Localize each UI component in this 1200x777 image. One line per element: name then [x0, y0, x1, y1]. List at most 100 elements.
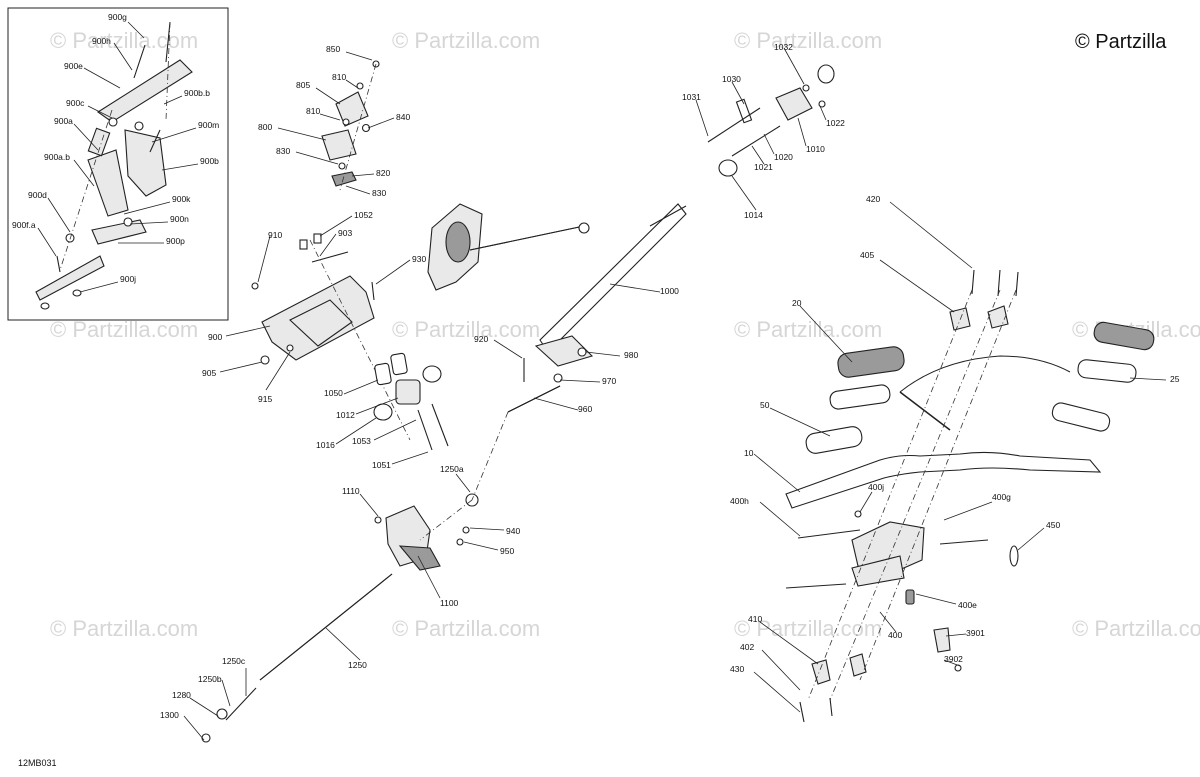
callout-labels: 900g 900h 900e 900b.b 900c 900m 900a 900… [12, 12, 1180, 720]
inset-parts [35, 21, 193, 310]
callout-label: 1110 [342, 486, 360, 496]
callout-label: 900k [172, 194, 191, 204]
callout-label: 810 [306, 106, 320, 116]
callout-label: 850 [326, 44, 340, 54]
callout-label: 10 [744, 448, 754, 458]
column-top-1010 [707, 64, 835, 157]
callout-label: 1020 [774, 152, 793, 162]
watermark: © Partzilla.com [50, 616, 198, 641]
callout-label: 810 [332, 72, 346, 82]
callout-label: 402 [740, 642, 754, 652]
callout-label: 900j [120, 274, 136, 284]
callout-label: 50 [760, 400, 770, 410]
callout-label: 900 [208, 332, 222, 342]
support-bracket-900 [251, 233, 411, 441]
callout-label: 430 [730, 664, 744, 674]
callout-label: 900b.b [184, 88, 210, 98]
callout-label: 980 [624, 350, 638, 360]
callout-label: 400 [888, 630, 902, 640]
callout-label: 920 [474, 334, 488, 344]
callout-label: 970 [602, 376, 616, 386]
callout-label: 3901 [966, 628, 985, 638]
callout-label: 900e [64, 61, 83, 71]
lower-column-1250 [201, 411, 509, 743]
watermark: © Partzilla.com [50, 28, 198, 53]
callout-label: 950 [500, 546, 514, 556]
callout-label: 1100 [440, 598, 459, 608]
callout-label: 1250 [348, 660, 367, 670]
callout-label: 450 [1046, 520, 1060, 530]
callout-label: 1250c [222, 656, 246, 666]
callout-label: 960 [578, 404, 592, 414]
callout-label: 830 [276, 146, 290, 156]
callout-label: 840 [396, 112, 410, 122]
callout-label: 1052 [354, 210, 373, 220]
callout-label: 900m [198, 120, 219, 130]
callout-label: 820 [376, 168, 390, 178]
watermark: © Partzilla.com [734, 317, 882, 342]
callout-label: 1030 [722, 74, 741, 84]
callout-label: 805 [296, 80, 310, 90]
callout-label: 1280 [172, 690, 191, 700]
callout-label: 1050 [324, 388, 343, 398]
column-bushing-group [373, 352, 449, 451]
callout-label: 1031 [682, 92, 701, 102]
brand-logo: © Partzilla [1075, 31, 1167, 53]
callout-label: 905 [202, 368, 216, 378]
callout-label: 1053 [352, 436, 371, 446]
callout-label: 1250b [198, 674, 222, 684]
callout-label: 1021 [754, 162, 773, 172]
inset-frame [7, 7, 229, 321]
callout-label: 400e [958, 600, 977, 610]
callout-label: 400g [992, 492, 1011, 502]
callout-label: 400h [730, 496, 749, 506]
callout-label: 900n [170, 214, 189, 224]
watermark: © Partzilla.com [734, 616, 882, 641]
callout-label: 1250a [440, 464, 464, 474]
watermark-layer: © Partzilla.com © Partzilla.com © Partzi… [50, 28, 1200, 641]
steering-column-1000 [507, 159, 738, 413]
callout-label: 930 [412, 254, 426, 264]
callout-label: 900h [92, 36, 111, 46]
callout-label: 20 [792, 298, 802, 308]
callout-label: 900f.a [12, 220, 36, 230]
callout-label: 940 [506, 526, 520, 536]
callout-label: 1051 [372, 460, 391, 470]
callout-label: 900p [166, 236, 185, 246]
callout-label: 900b [200, 156, 219, 166]
callout-label: 1032 [774, 42, 793, 52]
watermark: © Partzilla.com [392, 616, 540, 641]
callout-label: 1010 [806, 144, 825, 154]
watermark: © Partzilla.com [734, 28, 882, 53]
leader-lines [37, 21, 1167, 741]
bracket-800-group [321, 60, 380, 191]
callout-label: 400j [868, 482, 884, 492]
watermark: © Partzilla.com [1072, 616, 1200, 641]
callout-label: 1300 [160, 710, 179, 720]
callout-label: 830 [372, 188, 386, 198]
callout-label: 1022 [826, 118, 845, 128]
callout-label: 900d [28, 190, 47, 200]
callout-label: 900c [66, 98, 85, 108]
callout-label: 800 [258, 122, 272, 132]
callout-label: 1012 [336, 410, 355, 420]
callout-label: 410 [748, 614, 762, 624]
callout-label: 25 [1170, 374, 1180, 384]
callout-label: 1016 [316, 440, 335, 450]
watermark: © Partzilla.com [50, 317, 198, 342]
callout-label: 900a.b [44, 152, 70, 162]
callout-label: 420 [866, 194, 880, 204]
callout-label: 903 [338, 228, 352, 238]
callout-label: 910 [268, 230, 282, 240]
callout-label: 3902 [944, 654, 963, 664]
callout-label: 915 [258, 394, 272, 404]
callout-label: 900g [108, 12, 127, 22]
watermark: © Partzilla.com [392, 28, 540, 53]
handlebar-group [785, 269, 1155, 723]
callout-label: 1014 [744, 210, 763, 220]
callout-label: 900a [54, 116, 73, 126]
callout-label: 405 [860, 250, 874, 260]
diagram-code: 12MB031 [18, 758, 57, 768]
watermark: © Partzilla.com [392, 317, 540, 342]
